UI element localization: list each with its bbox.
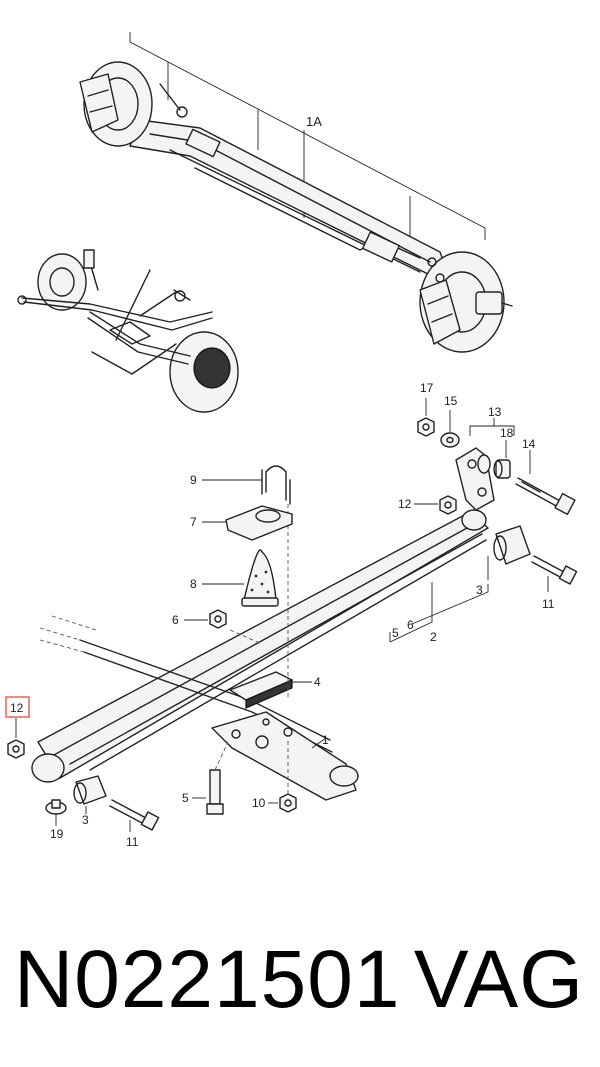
- rear-end-fasteners: 12 19 3 11: [5, 696, 160, 849]
- label-17: 17: [420, 381, 434, 395]
- assembly-bracket: [129, 32, 486, 240]
- bolt-11-front: [558, 565, 578, 585]
- label-3-rear: 3: [82, 813, 89, 827]
- label-11-rear: 11: [126, 835, 139, 849]
- label-4: 4: [314, 675, 321, 689]
- nut-12-left: [7, 739, 25, 759]
- vehicle-overview: [17, 249, 239, 413]
- right-caliper: [419, 279, 461, 345]
- label-8: 8: [190, 577, 197, 591]
- label-11-front: 11: [542, 597, 555, 611]
- label-18: 18: [500, 426, 514, 440]
- bolt-11-rear: [140, 811, 160, 831]
- spring-bracket: 1: [211, 711, 359, 801]
- label-1: 1: [322, 733, 329, 747]
- label-12-right: 12: [398, 497, 412, 511]
- label-12-highlighted: 12: [10, 701, 24, 715]
- label-9: 9: [190, 473, 197, 487]
- nut-10: 10: [252, 740, 297, 813]
- label-10: 10: [252, 796, 266, 810]
- part-footer: N0221501 VAG: [0, 930, 600, 1040]
- nut-17: [417, 417, 435, 437]
- bracket-plate: [211, 711, 357, 801]
- front-shackle-group: 17 15 13 18 14: [398, 381, 578, 611]
- left-caliper: [79, 73, 119, 133]
- spring-rear-eye: [31, 753, 65, 783]
- u-bolt: [265, 465, 287, 501]
- exploded-parts-diagram: 1A: [5, 32, 578, 849]
- nut-6: 6: [172, 609, 263, 645]
- label-7: 7: [190, 515, 197, 529]
- axle-beam: [129, 119, 447, 277]
- bolt-5: 5: [182, 741, 229, 815]
- label-6-plate: 6: [407, 618, 414, 632]
- part-number: N0221501: [14, 934, 401, 1025]
- label-19: 19: [50, 827, 64, 841]
- brand-name: VAG: [413, 934, 584, 1025]
- bump-stop: [243, 549, 277, 601]
- u-bolt-group: 9 7 8: [190, 465, 293, 700]
- bush-3-rear: [75, 775, 107, 805]
- axle-assembly: 1A: [79, 32, 513, 353]
- bush-18: [495, 459, 511, 479]
- spring-seat: [225, 505, 293, 541]
- bolt-14: [554, 492, 576, 516]
- label-2: 2: [430, 630, 437, 644]
- highlight-box: [5, 696, 30, 718]
- spring-pad: 4: [229, 671, 321, 709]
- washer-15: [440, 432, 460, 448]
- right-hub: [475, 291, 503, 315]
- label-14: 14: [522, 437, 536, 451]
- label-3-front: 3: [476, 583, 483, 597]
- overview-left-wheel: [37, 253, 87, 311]
- label-5-bracket: 5: [392, 626, 399, 640]
- label-5: 5: [182, 791, 189, 805]
- label-1a: 1A: [306, 114, 322, 129]
- label-6: 6: [172, 613, 179, 627]
- label-13: 13: [488, 405, 502, 419]
- label-15: 15: [444, 394, 458, 408]
- spring-front-eye: [461, 509, 487, 531]
- nut-12-right: [439, 495, 457, 515]
- bush-3-front: [495, 525, 531, 565]
